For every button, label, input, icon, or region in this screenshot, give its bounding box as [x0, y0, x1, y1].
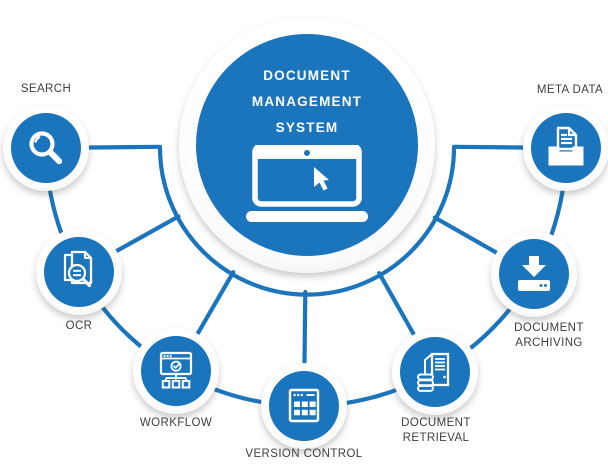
label-document-retrieval: DOCUMENT RETRIEVAL	[401, 417, 471, 444]
label-document-archiving: DOCUMENT ARCHIVING	[514, 322, 584, 349]
node-document-archiving	[491, 231, 577, 317]
node-ocr	[36, 229, 122, 315]
node-document-archiving-circle	[499, 239, 569, 309]
hub-title: DOCUMENT MANAGEMENT SYSTEM	[196, 63, 418, 141]
label-workflow: WORKFLOW	[139, 417, 213, 429]
label-version-control: VERSION CONTROL	[245, 448, 363, 460]
magnifier-icon	[29, 131, 63, 165]
node-version-control-circle	[269, 371, 339, 441]
hub-title-line1: DOCUMENT	[263, 68, 351, 83]
node-meta-data-circle	[531, 113, 601, 183]
download-box-icon	[518, 256, 550, 291]
label-search: SEARCH	[20, 83, 72, 95]
window-grid-icon	[288, 388, 320, 423]
server-database-icon	[417, 352, 450, 392]
hub-circle: DOCUMENT MANAGEMENT SYSTEM	[196, 34, 418, 256]
hub-title-line2: MANAGEMENT	[251, 94, 363, 109]
label-ocr: OCR	[65, 320, 93, 332]
node-ocr-circle	[44, 237, 114, 307]
hub-laptop-wrap	[242, 145, 372, 227]
hub-document-management-system: DOCUMENT MANAGEMENT SYSTEM	[179, 17, 435, 273]
document-tray-icon	[548, 126, 584, 166]
node-search-circle	[11, 113, 81, 183]
document-scan-icon	[63, 250, 93, 288]
node-document-retrieval	[392, 329, 478, 415]
laptop-cursor-icon	[246, 145, 368, 222]
node-workflow-circle	[141, 336, 211, 406]
window-flowchart-icon	[159, 351, 193, 389]
hub-title-line3: SYSTEM	[275, 120, 339, 135]
node-workflow	[133, 328, 219, 414]
node-version-control	[261, 363, 347, 449]
label-meta-data: META DATA	[536, 84, 604, 96]
node-search	[3, 105, 89, 191]
node-meta-data	[523, 105, 608, 191]
node-document-retrieval-circle	[400, 337, 470, 407]
